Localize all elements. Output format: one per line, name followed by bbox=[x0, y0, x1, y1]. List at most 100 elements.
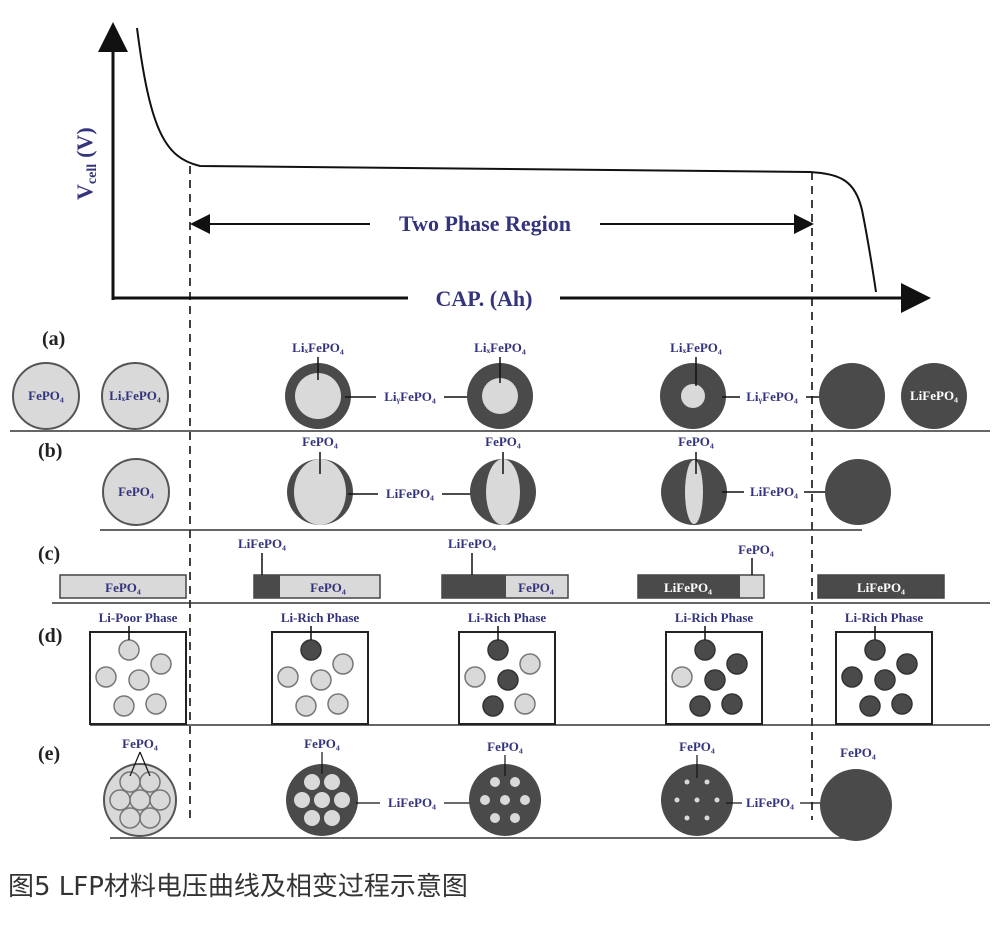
phase-grain bbox=[145, 693, 167, 715]
label-d-2: Li-Rich Phase bbox=[281, 610, 360, 625]
leader-e-1a bbox=[129, 751, 141, 777]
phase-grain bbox=[118, 639, 140, 661]
row-label-d: (d) bbox=[38, 625, 62, 647]
phase-grain bbox=[310, 669, 332, 691]
phase-grain bbox=[300, 639, 322, 661]
phase-grain bbox=[332, 653, 354, 675]
bar-c-5 bbox=[817, 574, 945, 599]
label-e-5-fepo4: FePO₄ bbox=[840, 745, 876, 760]
label-c-3-fepo4: FePO₄ bbox=[518, 580, 554, 595]
label-e-4-fepo4: FePO₄ bbox=[679, 739, 715, 754]
particle-e-5 bbox=[820, 769, 892, 841]
phase-grain bbox=[113, 695, 135, 717]
phase-grain bbox=[487, 639, 509, 661]
label-c-5-lifepo4: LiFePO₄ bbox=[857, 580, 905, 595]
label-e-2-lifepo4: LiFePO₄ bbox=[388, 795, 436, 810]
phase-grain bbox=[277, 666, 299, 688]
phase-grain bbox=[150, 653, 172, 675]
lfp-phase-diagram: CAP. (Ah) Vcell(V) Two Phase Region (a) … bbox=[10, 22, 990, 841]
label-c-2-fepo4: FePO₄ bbox=[310, 580, 346, 595]
bar-c-2-dark bbox=[254, 575, 280, 598]
particle-a-lifepo4 bbox=[901, 363, 967, 429]
phase-grain bbox=[721, 693, 743, 715]
phase-grain bbox=[671, 666, 693, 688]
phase-grain bbox=[859, 695, 881, 717]
label-d-5: Li-Rich Phase bbox=[845, 610, 924, 625]
label-a-core1-top: LiₓFePO₄ bbox=[292, 340, 344, 355]
row-b: (b) FePO₄ FePO₄ LiFePO₄ FePO₄ FePO₄ LiFe… bbox=[38, 434, 891, 531]
particle-a-core2-core bbox=[482, 378, 518, 414]
phase-grain bbox=[295, 695, 317, 717]
label-d-1: Li-Poor Phase bbox=[99, 610, 178, 625]
phase-grain bbox=[514, 693, 536, 715]
label-a-core3-top: LiₓFePO₄ bbox=[670, 340, 722, 355]
y-axis-label-unit: (V) bbox=[72, 127, 97, 158]
phase-grain bbox=[95, 666, 117, 688]
particle-e-4-grains bbox=[674, 779, 720, 821]
voltage-curve-section: CAP. (Ah) Vcell (V) Two Phase Region bbox=[72, 22, 931, 820]
label-b-fepo4: FePO₄ bbox=[118, 484, 154, 499]
y-axis-label-sub: cell bbox=[85, 164, 100, 184]
row-d: (d) Li-Poor Phase Li-Rich Phase Li-Rich Ph… bbox=[38, 610, 990, 726]
particle-a-core3-core bbox=[681, 384, 705, 408]
phase-grain bbox=[464, 666, 486, 688]
particle-b-2-inner bbox=[486, 459, 520, 525]
y-axis-label-main: V bbox=[72, 184, 97, 200]
particle-a-lix-fepo4 bbox=[101, 362, 169, 430]
row-label-a: (a) bbox=[42, 328, 65, 350]
phase-grain bbox=[497, 669, 519, 691]
label-a-core2-top: LiₓFePO₄ bbox=[474, 340, 526, 355]
label-b-1-side: LiFePO₄ bbox=[386, 486, 434, 501]
row-label-b: (b) bbox=[38, 440, 62, 462]
label-b-2-top: FePO₄ bbox=[485, 434, 521, 449]
bar-c-3-dark bbox=[442, 575, 506, 598]
label-c-1-fepo4: FePO₄ bbox=[105, 580, 141, 595]
phase-grain bbox=[128, 669, 150, 691]
row-e: (e) FePO₄ FePO₄ LiFePO₄ FePO bbox=[38, 736, 892, 841]
label-c-2-lifepo4: LiFePO₄ bbox=[238, 536, 286, 551]
label-a-lix-fepo4: LiₓFePO₄ bbox=[109, 388, 161, 403]
phase-grain bbox=[896, 653, 918, 675]
phase-grain bbox=[726, 653, 748, 675]
label-a-core3-side: LiᵧFePO₄ bbox=[746, 389, 798, 404]
particle-a-core1-core bbox=[295, 373, 341, 419]
region-label: Two Phase Region bbox=[399, 211, 571, 236]
phase-grain bbox=[841, 666, 863, 688]
voltage-curve bbox=[136, 27, 877, 293]
label-b-1-top: FePO₄ bbox=[302, 434, 338, 449]
phase-grain bbox=[482, 695, 504, 717]
particle-b-fepo4 bbox=[102, 458, 170, 526]
y-axis-label: Vcell (V) bbox=[72, 127, 100, 200]
label-d-4: Li-Rich Phase bbox=[675, 610, 754, 625]
leader-e-1b bbox=[139, 751, 151, 777]
figure-caption: 图5 LFP材料电压曲线及相变过程示意图 bbox=[8, 872, 468, 902]
row-label-c: (c) bbox=[38, 543, 60, 565]
x-axis-label: CAP. (Ah) bbox=[436, 286, 533, 311]
label-a-core1-side: LiᵧFePO₄ bbox=[384, 389, 436, 404]
particle-e-3-grains bbox=[480, 777, 530, 823]
label-e-1-fepo4: FePO₄ bbox=[122, 736, 158, 751]
particle-b-full bbox=[825, 459, 891, 525]
label-e-4-lifepo4: LiFePO₄ bbox=[746, 795, 794, 810]
particle-a-full-1 bbox=[819, 363, 885, 429]
label-d-3: Li-Rich Phase bbox=[468, 610, 547, 625]
label-b-3-top: FePO₄ bbox=[678, 434, 714, 449]
particle-b-1-inner bbox=[294, 459, 346, 525]
phase-grain bbox=[891, 693, 913, 715]
label-b-3-side: LiFePO₄ bbox=[750, 484, 798, 499]
phase-grain bbox=[864, 639, 886, 661]
row-label-e: (e) bbox=[38, 743, 60, 765]
phase-grain bbox=[327, 693, 349, 715]
label-a-lifepo4: LiFePO₄ bbox=[910, 388, 958, 403]
label-e-3-fepo4: FePO₄ bbox=[487, 739, 523, 754]
svg-text:Vcell(V): Vcell (V) bbox=[72, 127, 100, 200]
label-c-4-fepo4: FePO₄ bbox=[738, 542, 774, 557]
label-a-fepo4: FePO₄ bbox=[28, 388, 64, 403]
particle-e-2-grains bbox=[294, 774, 350, 826]
phase-grain bbox=[704, 669, 726, 691]
label-e-2-fepo4: FePO₄ bbox=[304, 736, 340, 751]
label-c-3-lifepo4: LiFePO₄ bbox=[448, 536, 496, 551]
label-c-4-lifepo4: LiFePO₄ bbox=[664, 580, 712, 595]
phase-grain bbox=[694, 639, 716, 661]
particle-b-3-inner bbox=[685, 460, 703, 524]
